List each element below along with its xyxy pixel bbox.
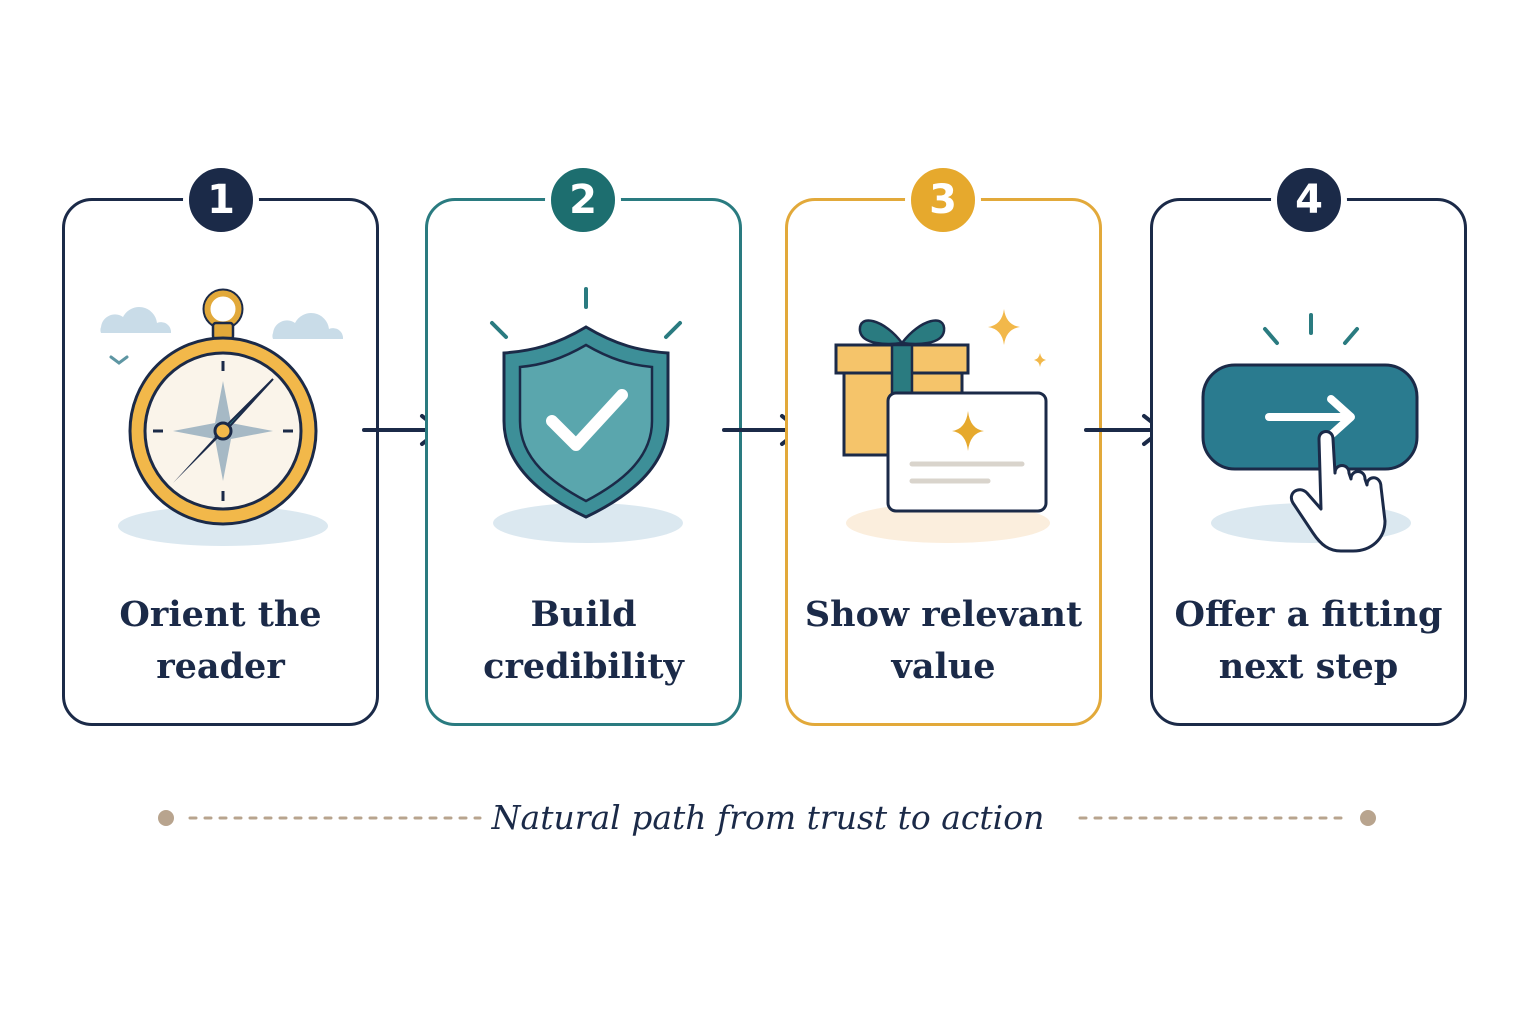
step-number-2: 2	[545, 162, 621, 238]
compass-icon	[100, 288, 344, 546]
step-title-4: Offer a fitting next step	[1174, 594, 1443, 687]
step-card-2: Build credibility	[425, 198, 742, 726]
dotted-line-icon	[158, 810, 1376, 826]
step-title-3: Show relevant value	[804, 594, 1083, 687]
step-card-4: Offer a fitting next step	[1150, 198, 1467, 726]
step-number-4: 4	[1271, 162, 1347, 238]
shield-check-icon	[490, 287, 683, 543]
step-number-3: 3	[905, 162, 981, 238]
step-card-1: Orient the reader	[62, 198, 379, 726]
footer-caption: Natural path from trust to action	[491, 798, 1045, 837]
gift-card-icon	[834, 309, 1050, 543]
step-title-1: Orient the reader	[119, 594, 322, 687]
footer-caption-row: Natural path from trust to action	[150, 790, 1386, 846]
step-number-1: 1	[183, 162, 259, 238]
step-card-3: Show relevant value	[785, 198, 1102, 726]
step-title-2: Build credibility	[483, 594, 684, 687]
click-button-icon	[1201, 313, 1419, 553]
